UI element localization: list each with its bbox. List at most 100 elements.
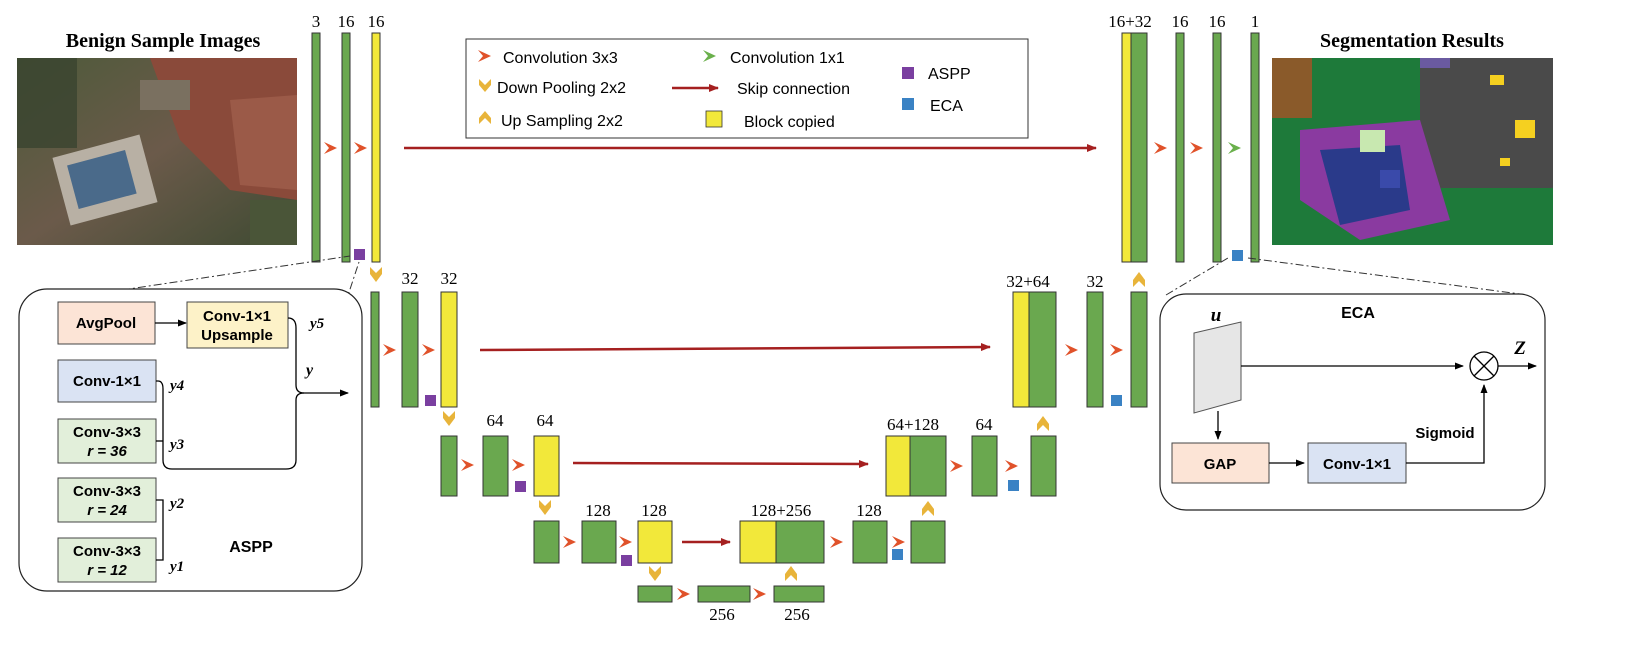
ch-e3-b: 64 <box>537 411 555 430</box>
y4-label: y4 <box>168 378 185 394</box>
block-d3-up <box>909 435 947 497</box>
ch-e2-a: 32 <box>402 269 419 288</box>
aspp-marker <box>621 555 632 566</box>
ch-e3-a: 64 <box>487 411 505 430</box>
block-d1-up <box>1130 32 1148 263</box>
legend-conv1: Convolution 1x1 <box>730 50 845 67</box>
sigmoid-path <box>1406 384 1488 464</box>
conv3-r12-rate: r = 12 <box>87 562 127 579</box>
eca-callout-left <box>1165 257 1229 296</box>
conv3-arrow <box>950 460 963 472</box>
up-sampling-icon <box>479 111 491 124</box>
segmentation-result-image <box>1272 58 1553 245</box>
conv3-r36-rate: r = 36 <box>87 443 127 460</box>
block-d2-c <box>1130 291 1148 408</box>
conv3-arrow <box>1110 344 1123 356</box>
ch-d4-a: 128+256 <box>751 501 812 520</box>
y5-label: y5 <box>308 316 325 332</box>
conv3-arrow <box>512 459 525 471</box>
legend-conv3: Convolution 3x3 <box>503 50 618 67</box>
y3-label: y3 <box>168 437 185 453</box>
block-e2-c <box>440 291 458 408</box>
ch-e1-a: 3 <box>312 12 321 31</box>
block-e3-c <box>533 435 560 497</box>
conv1-upsample-box <box>186 301 289 349</box>
up-sampling-arrow <box>1037 416 1049 431</box>
aspp-square-icon <box>902 67 914 79</box>
conv1-upsample-label-2: Upsample <box>201 327 273 344</box>
ch-bn-b: 256 <box>784 605 810 624</box>
block-d4-c <box>910 520 946 564</box>
eca-square-icon <box>902 98 914 110</box>
conv3-r24-label: Conv-3×3 <box>73 483 141 500</box>
ch-d2-b: 32 <box>1087 272 1104 291</box>
down-pool-arrow <box>443 411 455 426</box>
block-e4-a <box>533 520 560 564</box>
conv3-arrow <box>324 142 337 154</box>
conv3-arrow <box>1065 344 1078 356</box>
block-bn-b <box>697 585 751 603</box>
conv3-arrow <box>1005 460 1018 472</box>
up-sampling-arrow <box>1133 272 1145 287</box>
down-pool-icon <box>479 79 491 92</box>
block-d3-b <box>971 435 998 497</box>
gap-label: GAP <box>1204 456 1237 473</box>
conv3-r36-box <box>57 418 157 464</box>
ch-d1-c: 16 <box>1209 12 1226 31</box>
ch-d1-d: 1 <box>1251 12 1260 31</box>
eca-marker <box>1111 395 1122 406</box>
sigmoid-label: Sigmoid <box>1415 425 1474 442</box>
block-d4-copied <box>739 520 777 564</box>
conv3-arrow <box>830 536 843 548</box>
block-e4-c <box>637 520 673 564</box>
conv3-r24-rate: r = 24 <box>87 502 127 519</box>
block-e1-c <box>371 32 381 263</box>
input-aerial-image <box>17 58 297 245</box>
conv1-box <box>57 359 157 403</box>
aspp-branch-connectors <box>156 317 349 561</box>
block-d1-c <box>1212 32 1222 263</box>
avgpool-label: AvgPool <box>76 315 136 332</box>
block-bn-c <box>773 585 825 603</box>
skip-connection-3 <box>572 459 869 468</box>
legend-up: Up Sampling 2x2 <box>501 113 623 130</box>
eca-conv-label: Conv-1×1 <box>1323 456 1391 473</box>
eca-marker <box>892 549 903 560</box>
block-d4-b <box>852 520 888 564</box>
block-d1-out <box>1250 32 1260 263</box>
conv3-arrow <box>892 536 905 548</box>
legend-frame <box>465 38 1029 139</box>
conv3-arrow <box>1190 142 1203 154</box>
conv1-arrow-icon <box>703 50 716 62</box>
legend-skip: Skip connection <box>737 81 850 98</box>
aspp-callout-left <box>121 255 351 291</box>
legend-aspp: ASPP <box>928 66 971 83</box>
conv3-arrow <box>422 344 435 356</box>
conv3-r24-box <box>57 477 157 523</box>
up-sampling-arrow <box>922 501 934 516</box>
aspp-marker <box>354 249 365 260</box>
legend: Convolution 3x3 Down Pooling 2x2 Up Samp… <box>465 38 1029 139</box>
ch-e1-b: 16 <box>338 12 355 31</box>
block-copied-icon <box>705 110 723 128</box>
y2-label: y2 <box>168 496 185 512</box>
conv3-arrow <box>461 459 474 471</box>
y1-label: y1 <box>168 559 184 575</box>
eca-input-label: u <box>1211 305 1222 326</box>
legend-down: Down Pooling 2x2 <box>497 80 626 97</box>
legend-eca: ECA <box>930 98 963 115</box>
block-e2-b <box>401 291 419 408</box>
input-heading: Benign Sample Images <box>66 30 261 52</box>
block-d3-c <box>1030 435 1057 497</box>
skip-connection-2 <box>479 343 991 352</box>
conv3-arrow <box>354 142 367 154</box>
down-pool-arrow <box>370 267 382 282</box>
block-d2-up <box>1028 291 1057 408</box>
block-e3-a <box>440 435 458 497</box>
y-label: y <box>304 362 314 379</box>
block-d3-copied <box>885 435 911 497</box>
eca-input-feature <box>1193 321 1242 414</box>
gap-box <box>1171 442 1270 484</box>
eca-marker <box>1232 250 1243 261</box>
multiply-icon <box>1469 351 1499 381</box>
